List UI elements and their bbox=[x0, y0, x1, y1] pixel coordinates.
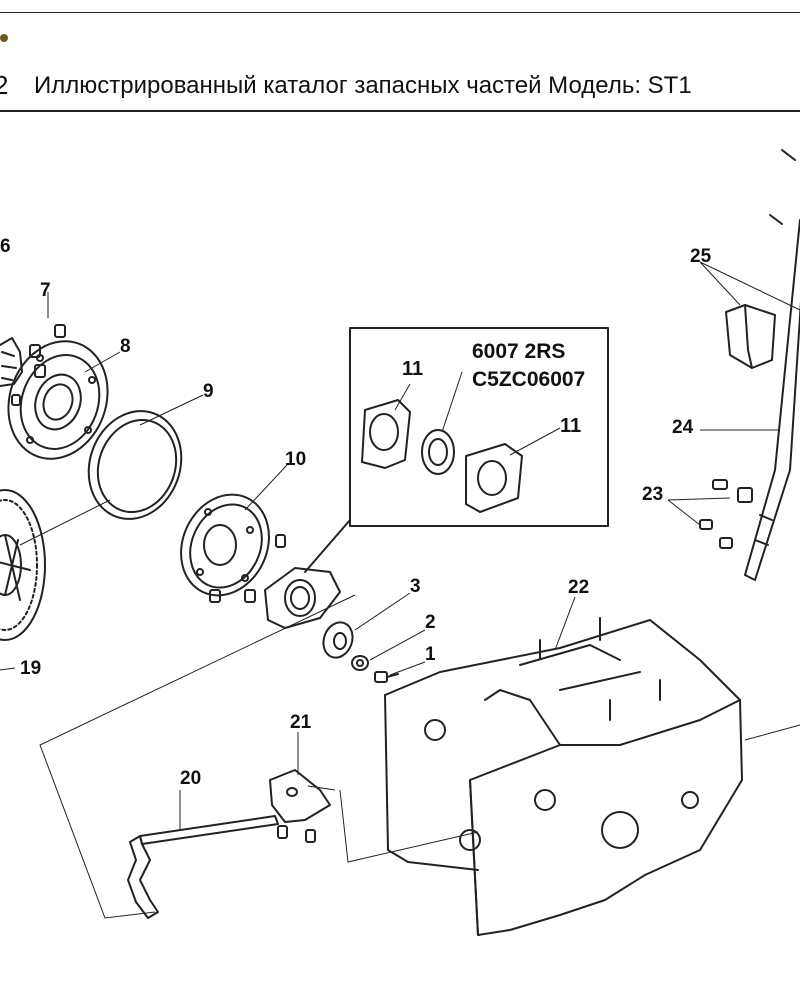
part-bolt-1 bbox=[374, 671, 399, 683]
part-plate-10 bbox=[180, 493, 270, 597]
label-part-11-right: 11 bbox=[560, 415, 581, 437]
part-bolts-7 bbox=[11, 324, 66, 406]
label-part-23: 23 bbox=[642, 484, 663, 505]
part-bolts-10 bbox=[209, 534, 286, 603]
part-bearing-3 bbox=[322, 621, 354, 659]
part-hub-7 bbox=[0, 337, 23, 387]
part-frame-housing bbox=[384, 617, 743, 936]
label-part-19: 19 bbox=[20, 658, 41, 679]
label-part-11-left: 11 bbox=[402, 358, 423, 380]
label-part-2: 2 bbox=[425, 612, 436, 633]
part-bearing-housing-11-main bbox=[264, 567, 341, 629]
label-part-3: 3 bbox=[410, 576, 421, 597]
inset-box bbox=[304, 327, 609, 573]
page-header: 2 Иллюстрированный каталог запасных част… bbox=[0, 0, 800, 115]
label-bearing-code: 6007 2RS bbox=[472, 340, 565, 363]
label-part-25: 25 bbox=[690, 246, 712, 267]
part-bracket-21 bbox=[269, 769, 331, 843]
part-handle-24 bbox=[744, 149, 800, 581]
label-part-9: 9 bbox=[203, 381, 214, 402]
label-part-6: 6 bbox=[0, 236, 11, 257]
label-part-22: 22 bbox=[568, 577, 589, 598]
part-gear-19 bbox=[0, 489, 46, 641]
leader-lines bbox=[0, 261, 800, 919]
exploded-parts-diagram: 6 7 8 9 10 11 11 6007 2RS C5ZC06007 3 2 … bbox=[0, 149, 800, 936]
page-number: 2 bbox=[0, 70, 9, 100]
header-top-rule bbox=[0, 12, 800, 13]
label-part-7: 7 bbox=[40, 280, 51, 301]
part-shaft-20 bbox=[127, 815, 279, 919]
part-washer-2 bbox=[351, 655, 369, 671]
label-part-20: 20 bbox=[180, 768, 201, 789]
label-part-24: 24 bbox=[672, 417, 694, 438]
label-part-1: 1 bbox=[425, 644, 436, 665]
part-bolts-23 bbox=[699, 479, 753, 549]
part-ring-9 bbox=[87, 410, 183, 520]
page-title: Иллюстрированный каталог запасных частей… bbox=[34, 72, 692, 99]
label-part-8: 8 bbox=[120, 336, 131, 357]
label-bearing-code-alt: C5ZC06007 bbox=[472, 368, 585, 391]
part-bracket-25 bbox=[725, 304, 776, 369]
part-cover-plate-8 bbox=[7, 340, 109, 460]
header-bottom-rule bbox=[0, 110, 800, 112]
label-part-10: 10 bbox=[285, 449, 306, 470]
header-bullet-icon bbox=[0, 34, 8, 42]
label-part-21: 21 bbox=[290, 712, 312, 733]
